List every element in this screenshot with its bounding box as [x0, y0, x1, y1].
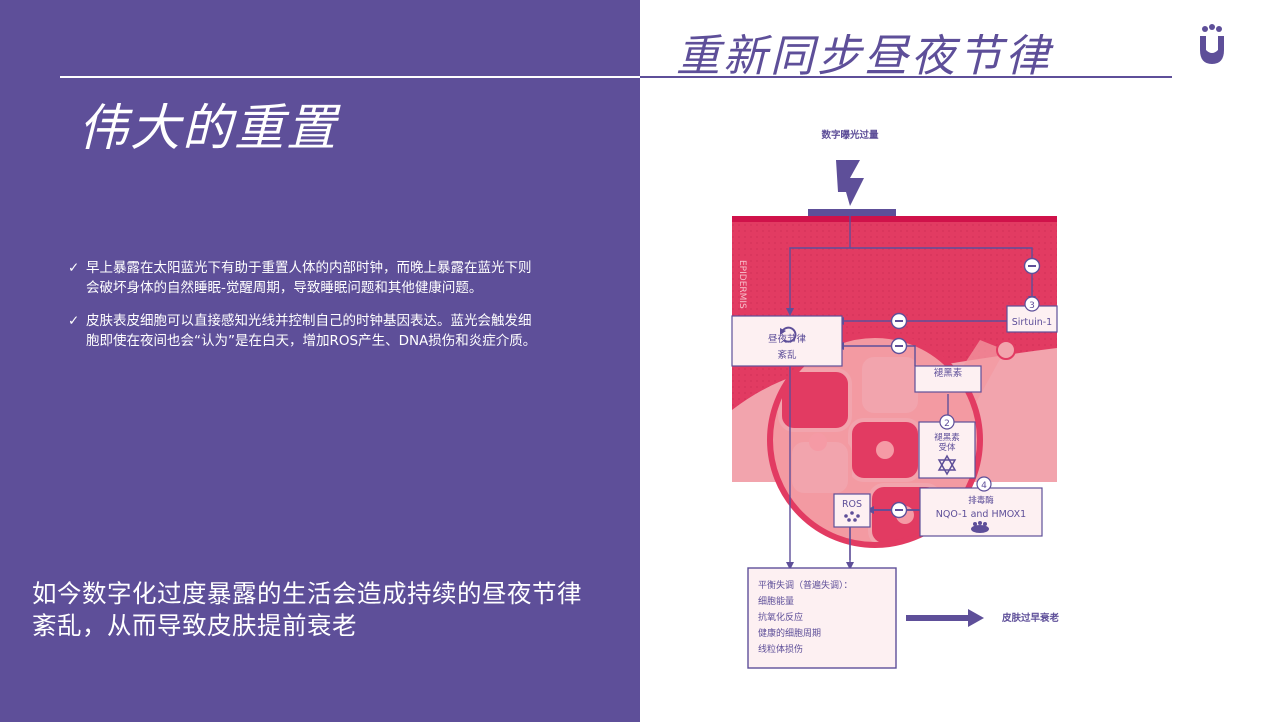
cycle-icon [781, 326, 797, 343]
circadian-diagram: 数字曝光过量 EPIDERMIS [731, 129, 1060, 669]
result-arrow [906, 609, 984, 627]
sirtuin-box: 3 Sirtuin-1 [1006, 296, 1058, 333]
receptor-label-2: 受体 [938, 442, 956, 453]
check-icon: ✓ [68, 260, 80, 276]
check-icon: ✓ [68, 313, 80, 329]
imbalance-item: 健康的细胞周期 [758, 627, 821, 639]
result-label: 皮肤过早衰老 [1001, 612, 1060, 624]
arrow-head [846, 562, 854, 570]
bullet-item: ✓ 早上暴露在太阳蓝光下有助于重置人体的内部时钟，而晚上暴露在蓝光下则会破坏身体… [68, 258, 538, 298]
right-title: 重新同步昼夜节律 [676, 31, 1052, 82]
light-source-bar [808, 209, 896, 216]
digital-exposure-label: 数字曝光过量 [820, 129, 879, 141]
imbalance-item: 抗氧化反应 [758, 611, 803, 623]
ros-label: ROS [842, 499, 862, 510]
detox-label-2: NQO-1 and HMOX1 [936, 509, 1026, 520]
epidermis-label: EPIDERMIS [737, 260, 747, 309]
imbalance-title: 平衡失调（普遍失调）： [758, 579, 853, 591]
circadian-label-2: 紊乱 [777, 349, 797, 361]
sirtuin-label: Sirtuin-1 [1012, 317, 1052, 328]
skin-top-layer [732, 216, 1057, 222]
right-divider [640, 76, 1172, 78]
imbalance-box: 平衡失调（普遍失调）： 细胞能量 抗氧化反应 健康的细胞周期 线粒体损伤 [747, 567, 897, 669]
inhibit-icon [1023, 257, 1041, 275]
circadian-label-1: 昼夜节律 [768, 333, 807, 345]
detox-number: 4 [981, 481, 987, 491]
inhibit-icon [890, 337, 908, 355]
receptor-icon [937, 454, 957, 476]
receptor-number: 2 [944, 419, 950, 429]
magnifier-ring [767, 332, 983, 548]
melanin-label: 褪黑素 [934, 367, 963, 379]
enzyme-icon [971, 521, 989, 533]
magnifier-origin [996, 340, 1016, 360]
bullet-list: ✓ 早上暴露在太阳蓝光下有助于重置人体的内部时钟，而晚上暴露在蓝光下则会破坏身体… [68, 258, 538, 364]
detox-label-1: 排毒酶 [968, 495, 994, 506]
brand-logo-icon [1200, 24, 1224, 64]
imbalance-item: 细胞能量 [758, 595, 794, 607]
bullet-text: 皮肤表皮细胞可以直接感知光线并控制自己的时钟基因表达。蓝光会触发细胞即使在夜间也… [86, 313, 537, 349]
detox-enzyme-box: 4 排毒酶 NQO-1 and HMOX1 [919, 476, 1043, 537]
arrow-head [786, 308, 794, 316]
receptor-label-1: 褪黑素 [934, 432, 960, 443]
bullet-text: 早上暴露在太阳蓝光下有助于重置人体的内部时钟，而晚上暴露在蓝光下则会破坏身体的自… [86, 260, 532, 296]
flow-line [850, 247, 1033, 298]
inhibit-icon [890, 312, 908, 330]
ros-box: ROS [833, 493, 871, 528]
flow-line [842, 345, 916, 366]
melanin-box: 褪黑素 [914, 365, 982, 393]
left-divider [60, 76, 640, 78]
arrow-head [786, 562, 794, 570]
lightning-bolt-icon [836, 160, 864, 206]
left-panel: 伟大的重置 ✓ 早上暴露在太阳蓝光下有助于重置人体的内部时钟，而晚上暴露在蓝光下… [0, 0, 640, 722]
sirtuin-number: 3 [1029, 301, 1035, 311]
particles-icon [844, 511, 860, 522]
melanin-receptor-box: 2 褪黑素 受体 [918, 414, 976, 479]
bullet-item: ✓ 皮肤表皮细胞可以直接感知光线并控制自己的时钟基因表达。蓝光会触发细胞即使在夜… [68, 311, 538, 351]
inhibit-icon [890, 501, 908, 519]
left-title: 伟大的重置 [78, 99, 338, 157]
imbalance-item: 线粒体损伤 [758, 643, 803, 655]
flow-line [789, 216, 851, 310]
circadian-disruption-box: 昼夜节律 紊乱 [731, 315, 843, 367]
conclusion-text: 如今数字化过度暴露的生活会造成持续的昼夜节律紊乱，从而导致皮肤提前衰老 [32, 579, 582, 640]
